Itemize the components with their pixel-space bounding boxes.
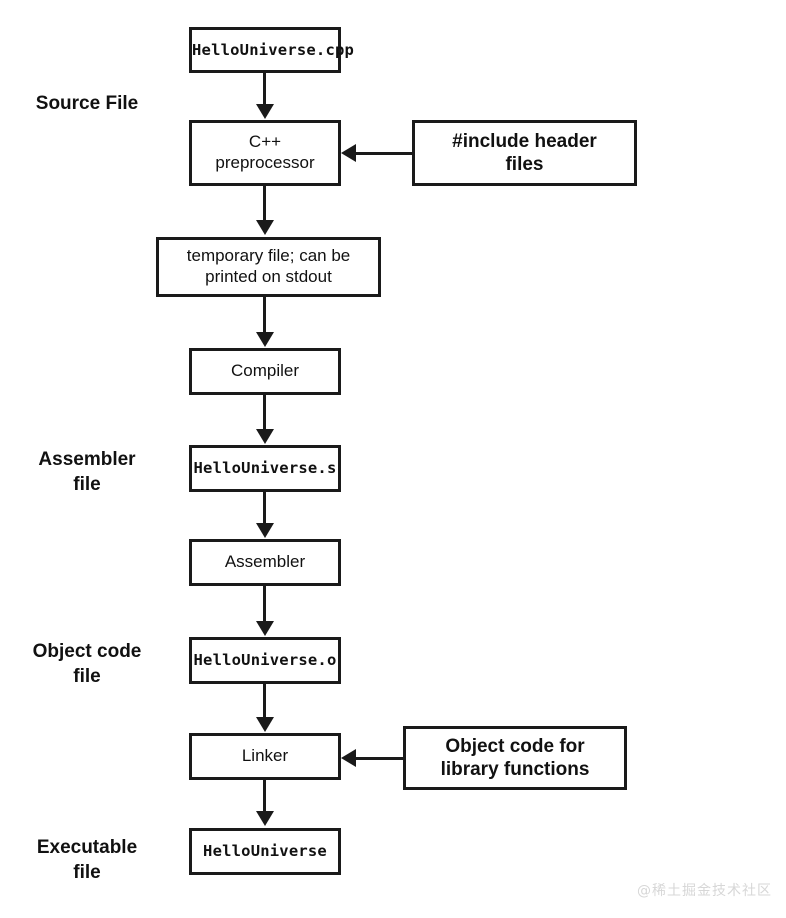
connector-assembler-to-object-line xyxy=(263,586,266,622)
connector-assembly-to-assembler-line xyxy=(263,492,266,525)
connector-assembler-to-object-arrow xyxy=(256,621,274,636)
connector-temp-to-compiler-line xyxy=(263,297,266,333)
connector-preprocessor-to-temp-line xyxy=(263,186,266,221)
connector-assembly-to-assembler-arrow xyxy=(256,523,274,538)
node-assembly-file-label: HelloUniverse.s xyxy=(193,459,337,478)
node-assembler[interactable]: Assembler xyxy=(189,539,341,586)
node-object-file-label: HelloUniverse.o xyxy=(193,651,337,670)
connector-library-to-linker-line xyxy=(356,757,405,760)
connector-source-to-preprocessor-arrow xyxy=(256,104,274,119)
connector-include-to-preprocessor-line xyxy=(356,152,414,155)
connector-source-to-preprocessor-line xyxy=(263,73,266,106)
node-compiler-label: Compiler xyxy=(230,361,300,381)
node-assembly-file[interactable]: HelloUniverse.s xyxy=(189,445,341,492)
connector-linker-to-executable-line xyxy=(263,780,266,813)
connector-linker-to-executable-arrow xyxy=(256,811,274,826)
stage-label-source-file: Source File xyxy=(35,93,139,114)
connector-include-to-preprocessor-arrow xyxy=(341,144,356,162)
node-linker-label: Linker xyxy=(241,746,289,766)
node-assembler-label: Assembler xyxy=(224,552,306,572)
node-preprocessor-label: C++preprocessor xyxy=(215,132,315,172)
connector-temp-to-compiler-arrow xyxy=(256,332,274,347)
node-executable-label: HelloUniverse xyxy=(203,842,327,861)
node-source-cpp-label: HelloUniverse.cpp xyxy=(192,40,355,59)
connector-object-to-linker-arrow xyxy=(256,717,274,732)
node-preprocessor[interactable]: C++preprocessor xyxy=(189,120,341,186)
connector-compiler-to-assembly-arrow xyxy=(256,429,274,444)
node-object-file[interactable]: HelloUniverse.o xyxy=(189,637,341,684)
node-executable[interactable]: HelloUniverse xyxy=(189,828,341,875)
connector-preprocessor-to-temp-arrow xyxy=(256,220,274,235)
node-source-cpp[interactable]: HelloUniverse.cpp xyxy=(189,27,355,73)
node-linker[interactable]: Linker xyxy=(189,733,341,780)
node-compiler[interactable]: Compiler xyxy=(189,348,341,395)
connector-library-to-linker-arrow xyxy=(341,749,356,767)
connector-compiler-to-assembly-line xyxy=(263,395,266,431)
connector-object-to-linker-line xyxy=(263,684,266,718)
watermark: @稀土掘金技术社区 xyxy=(637,883,772,899)
